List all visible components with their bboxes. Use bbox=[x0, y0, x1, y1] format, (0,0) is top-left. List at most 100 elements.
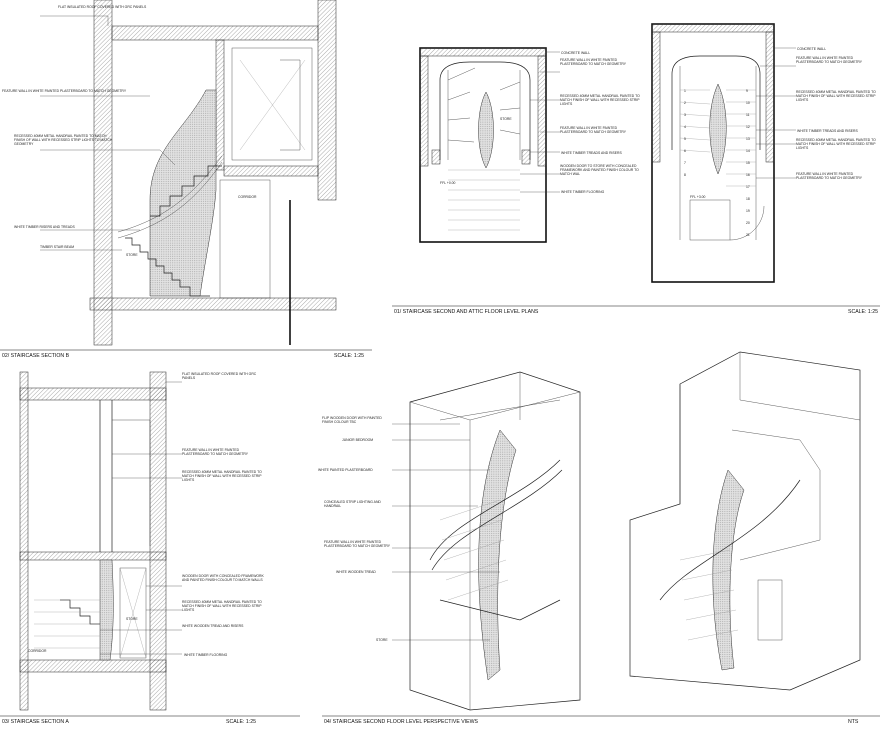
section-a-roof-slab bbox=[19, 387, 167, 401]
section-b-note-risers: WHITE TIMBER RISERS AND TREADS bbox=[14, 225, 75, 229]
section-b-roof-slab bbox=[111, 25, 319, 41]
svg-text:STORE: STORE bbox=[500, 117, 512, 121]
svg-text:02/ STAIRCASE SECTION B: 02/ STAIRCASE SECTION B bbox=[2, 353, 70, 359]
section-a-room-corridor: CORRIDOR bbox=[28, 649, 47, 653]
plan-left-note-door: WOODEN DOOR TO STORE WITH CONCEALED FRAM… bbox=[560, 164, 639, 177]
svg-text:WHITE PAINTED PLASTERBOARD: WHITE PAINTED PLASTERBOARD bbox=[318, 468, 373, 472]
section-a-note-feature-wall: FEATURE WALL IN WHITE PAINTED PLASTERBOA… bbox=[182, 448, 249, 457]
plan-right-level: FFL +3.00 bbox=[690, 195, 706, 199]
svg-text:WHITE TIMBER TREADS AND RISERS: WHITE TIMBER TREADS AND RISERS bbox=[797, 129, 858, 133]
perspective-right-volume bbox=[629, 351, 861, 691]
plan-step-number: 5 bbox=[684, 137, 686, 141]
perspective-note-plasterboard: WHITE PAINTED PLASTERBOARD bbox=[318, 468, 373, 472]
plan-step-number: 8 bbox=[684, 173, 686, 177]
plan-step-number: 10 bbox=[746, 101, 750, 105]
section-a-floor-slab bbox=[19, 659, 167, 673]
section-b-note-handrail: RECESSED 40MM METAL HANDRAIL PAINTED TO … bbox=[14, 134, 113, 147]
plan-step-number: 16 bbox=[746, 173, 750, 177]
section-b-partition bbox=[215, 39, 225, 171]
section-a-note-flooring: WHITE TIMBER FLOORING bbox=[184, 653, 228, 657]
svg-text:04/ STAIRCASE SECOND FLOOR LEV: 04/ STAIRCASE SECOND FLOOR LEVEL PERSPEC… bbox=[324, 719, 478, 725]
svg-text:NTS: NTS bbox=[848, 719, 859, 725]
svg-text:WHITE TIMBER FLOORING: WHITE TIMBER FLOORING bbox=[561, 190, 605, 194]
plan-left-note-treads: WHITE TIMBER TREADS AND RISERS bbox=[561, 151, 622, 155]
section-b-note-roof: FLAT INSULATED ROOF COVERED WITH GRC PAN… bbox=[58, 5, 147, 9]
plan-step-number: 13 bbox=[746, 137, 750, 141]
plan-right-note-feature-wall-2: FEATURE WALL IN WHITE PAINTED PLASTERBOA… bbox=[796, 172, 863, 181]
plan-left-store-label: STORE bbox=[500, 117, 512, 121]
section-b-left-wall bbox=[93, 0, 113, 346]
svg-text:FEATURE WALL IN WHITE PAINTED: FEATURE WALL IN WHITE PAINTED PLASTERBOA… bbox=[2, 89, 127, 93]
perspective-note-store: STORE bbox=[376, 638, 388, 642]
section-a-caption: 03/ STAIRCASE SECTION A bbox=[2, 719, 69, 725]
section-a-note-treads: WHITE WOODEN TREAD AND RISERS bbox=[182, 624, 244, 628]
svg-text:WHITE WOODEN TREAD: WHITE WOODEN TREAD bbox=[336, 570, 376, 574]
perspective-note-flip-door: FLIP WOODEN DOOR WITH PAINTED FINISH COL… bbox=[322, 416, 382, 425]
svg-text:01/ STAIRCASE SECOND AND ATTIC: 01/ STAIRCASE SECOND AND ATTIC FLOOR LEV… bbox=[394, 309, 539, 315]
plan-step-number: 9 bbox=[746, 89, 748, 93]
plan-step-number: 17 bbox=[746, 185, 750, 189]
plan-step-number: 14 bbox=[746, 149, 750, 153]
plans-panel: CONCRETE WALL FEATURE WALL IN WHITE PAIN… bbox=[392, 23, 880, 315]
plan-step-number: 11 bbox=[746, 113, 750, 117]
plan-step-number: 15 bbox=[746, 161, 750, 165]
section-b-floor-slab bbox=[89, 297, 337, 311]
plan-left-note-flooring: WHITE TIMBER FLOORING bbox=[561, 190, 605, 194]
plan-step-number: 6 bbox=[684, 149, 686, 153]
svg-text:SCALE: 1:25: SCALE: 1:25 bbox=[848, 309, 878, 315]
plan-left-feature-wall bbox=[478, 91, 494, 169]
svg-text:FFL +0.00: FFL +0.00 bbox=[440, 181, 456, 185]
section-b-note-stair-beam: TIMBER STAIR BEAM bbox=[40, 245, 74, 249]
plan-step-number: 7 bbox=[684, 161, 686, 165]
perspectives-caption: 04/ STAIRCASE SECOND FLOOR LEVEL PERSPEC… bbox=[324, 719, 478, 725]
section-a-note-handrail: RECESSED 40MM METAL HANDRAIL PAINTED TO … bbox=[182, 470, 262, 483]
svg-text:CONCRETE WALL: CONCRETE WALL bbox=[797, 47, 826, 51]
perspective-right-feature-wall bbox=[712, 469, 745, 671]
perspective-note-strip-lighting: CONCEALED STRIP LIGHTING AND HANDRAIL bbox=[324, 500, 381, 509]
perspective-left-feature-wall bbox=[478, 429, 517, 681]
perspectives-scale: NTS bbox=[848, 719, 859, 725]
svg-text:WHITE TIMBER TREADS AND RISERS: WHITE TIMBER TREADS AND RISERS bbox=[561, 151, 622, 155]
svg-text:CORRIDOR: CORRIDOR bbox=[28, 649, 47, 653]
section-a-room-store: STORE bbox=[126, 617, 138, 621]
plan-left-note-feature-wall: FEATURE WALL IN WHITE PAINTED PLASTERBOA… bbox=[560, 58, 627, 67]
svg-text:CONCRETE WALL: CONCRETE WALL bbox=[561, 51, 590, 55]
plan-right-note-concrete: CONCRETE WALL bbox=[797, 47, 826, 51]
plan-step-number: 21 bbox=[746, 233, 750, 237]
svg-text:JUNIOR BEDROOM: JUNIOR BEDROOM bbox=[342, 438, 373, 442]
plan-left-level: FFL +0.00 bbox=[440, 181, 456, 185]
svg-text:WHITE TIMBER RISERS AND TREADS: WHITE TIMBER RISERS AND TREADS bbox=[14, 225, 75, 229]
section-b-room-store: STORE bbox=[126, 253, 138, 257]
svg-text:STORE: STORE bbox=[126, 617, 138, 621]
svg-text:STORE: STORE bbox=[376, 638, 388, 642]
section-b-scale: SCALE: 1:25 bbox=[334, 353, 364, 359]
plan-right-note-handrail: RECESSED 40MM METAL HANDRAIL PAINTED TO … bbox=[796, 90, 876, 103]
section-b-feature-wall bbox=[149, 89, 217, 297]
plan-step-number: 3 bbox=[684, 113, 686, 117]
plan-step-number: 20 bbox=[746, 221, 750, 225]
svg-text:SCALE: 1:25: SCALE: 1:25 bbox=[226, 719, 256, 725]
plan-step-number: 12 bbox=[746, 125, 750, 129]
plan-left-note-feature-wall-2: FEATURE WALL IN WHITE PAINTED PLASTERBOA… bbox=[560, 126, 627, 135]
section-b-stair bbox=[125, 237, 210, 297]
plan-left-note-handrail: RECESSED 40MM METAL HANDRAIL PAINTED TO … bbox=[560, 94, 640, 107]
svg-text:WHITE TIMBER FLOORING: WHITE TIMBER FLOORING bbox=[184, 653, 228, 657]
section-a-note-handrail-2: RECESSED 40MM METAL HANDRAIL PAINTED TO … bbox=[182, 600, 262, 613]
section-a-panel: FLAT INSULATED ROOF COVERED WITH GRC PAN… bbox=[0, 371, 300, 725]
perspectives-panel: FLIP WOODEN DOOR WITH PAINTED FINISH COL… bbox=[318, 351, 880, 725]
plan-step-number: 18 bbox=[746, 197, 750, 201]
section-a-note-roof: FLAT INSULATED ROOF COVERED WITH GRC PAN… bbox=[182, 372, 257, 381]
perspective-note-feature-wall: FEATURE WALL IN WHITE PAINTED PLASTERBOA… bbox=[324, 540, 391, 549]
section-b-panel: FLAT INSULATED ROOF COVERED WITH GRC PAN… bbox=[0, 0, 372, 359]
svg-text:CORRIDOR: CORRIDOR bbox=[238, 195, 257, 199]
plan-step-number: 19 bbox=[746, 209, 750, 213]
section-b-right-wall bbox=[317, 0, 337, 201]
plans-caption: 01/ STAIRCASE SECOND AND ATTIC FLOOR LEV… bbox=[394, 309, 539, 315]
section-b-note-feature-wall: FEATURE WALL IN WHITE PAINTED PLASTERBOA… bbox=[2, 89, 127, 93]
svg-text:FFL +3.00: FFL +3.00 bbox=[690, 195, 706, 199]
section-a-scale: SCALE: 1:25 bbox=[226, 719, 256, 725]
perspective-note-tread: WHITE WOODEN TREAD bbox=[336, 570, 376, 574]
svg-text:STORE: STORE bbox=[126, 253, 138, 257]
